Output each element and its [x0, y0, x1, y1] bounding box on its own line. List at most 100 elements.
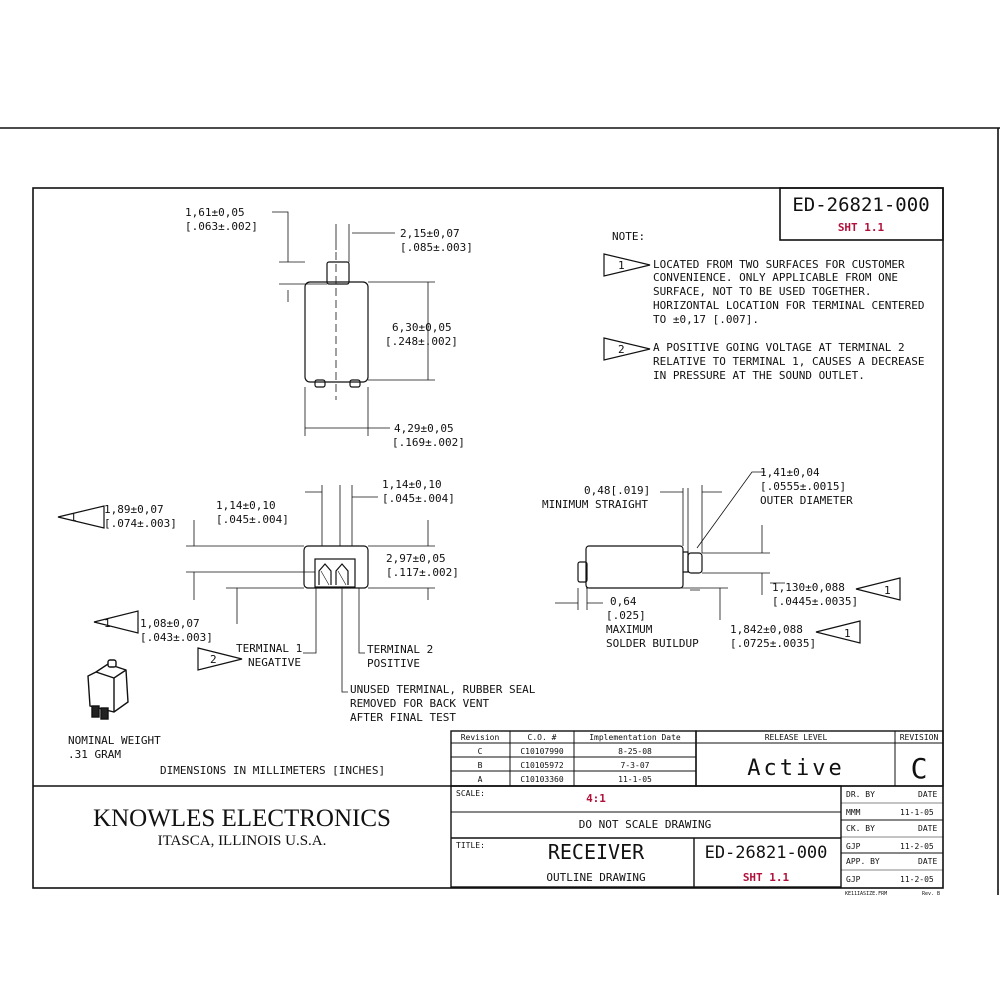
dim-048-note: MINIMUM STRAIGHT — [542, 498, 648, 511]
unused-terminal-line2: REMOVED FOR BACK VENT — [350, 697, 489, 710]
sheet-border — [0, 127, 1000, 895]
dr-by-value: MMM — [846, 808, 861, 817]
rev-row-2-co: C10103360 — [520, 775, 564, 784]
dr-date-label: DATE — [918, 790, 937, 799]
dim-141-in: [.0555±.0015] — [760, 480, 846, 493]
note1-line-1: LOCATED FROM TWO SURFACES FOR CUSTOMER — [653, 258, 905, 271]
dim-114-left-mm: 1,14±0,10 — [216, 499, 276, 512]
side-view-labels: 0,48[.019] MINIMUM STRAIGHT 1,41±0,04 [.… — [542, 466, 901, 650]
dim-429-mm: 4,29±0,05 — [394, 422, 454, 435]
header-doc-box: ED-26821-000 SHT 1.1 — [779, 187, 944, 241]
marker-flag-1130: 1 — [855, 577, 901, 601]
app-by-value: GJP — [846, 875, 861, 884]
dr-by-label: DR. BY — [846, 790, 875, 799]
marker-1130-label: 1 — [884, 584, 891, 597]
app-date-label: DATE — [918, 857, 937, 866]
top-view — [272, 211, 435, 436]
company-name: KNOWLES ELECTRONICS — [93, 805, 391, 832]
dim-1842-mm: 1,842±0,088 — [730, 623, 803, 636]
dim-189-in: [.074±.003] — [104, 517, 177, 530]
dim-630-in: [.248±.002] — [385, 335, 458, 348]
form-code: KE11IASIZE.FRM — [845, 891, 887, 897]
marker-flag-terminal: 2 — [197, 647, 243, 671]
release-level-label: RELEASE LEVEL — [765, 733, 828, 742]
dim-064-note2: SOLDER BUILDUP — [606, 637, 699, 650]
weight-value: .31 GRAM — [68, 748, 121, 761]
terminal1-label: TERMINAL 1 — [236, 642, 302, 655]
side-view-body — [585, 545, 684, 589]
marker-108-label: 1 — [104, 617, 111, 630]
app-date-value: 11-2-05 — [900, 875, 934, 884]
revision-label: REVISION — [900, 733, 939, 742]
ck-by-label: CK. BY — [846, 824, 875, 833]
top-view-nozzle — [326, 261, 350, 285]
dim-161-in: [.063±.002] — [185, 220, 258, 233]
notes-title: NOTE: — [612, 230, 645, 243]
rev-row-0-rev: C — [478, 747, 483, 756]
dim-161-mm: 1,61±0,05 — [185, 206, 245, 219]
dim-048-mm: 0,48[.019] — [584, 484, 650, 497]
dim-141-mm: 1,41±0,04 — [760, 466, 820, 479]
rev-header-revision: Revision — [461, 733, 500, 742]
marker-189-label: 1 — [70, 511, 77, 524]
dim-064-note1: MAXIMUM — [606, 623, 653, 636]
unused-terminal-line3: AFTER FINAL TEST — [350, 711, 456, 724]
rev-header-date: Implementation Date — [589, 733, 681, 742]
form-rev: Rev. B — [922, 891, 940, 897]
ck-date-label: DATE — [918, 824, 937, 833]
title-block — [33, 785, 943, 888]
weight-block: NOMINAL WEIGHT .31 GRAM — [68, 734, 161, 761]
marker-flag-189: 1 — [57, 505, 105, 529]
rev-row-0-date: 8-25-08 — [618, 747, 652, 756]
dim-064-mm: 0,64 — [610, 595, 637, 608]
dim-215-mm: 2,15±0,07 — [400, 227, 460, 240]
dim-297-in: [.117±.002] — [386, 566, 459, 579]
terminal1-polarity: NEGATIVE — [248, 656, 301, 669]
terminal2-polarity: POSITIVE — [367, 657, 420, 670]
dim-429-in: [.169±.002] — [392, 436, 465, 449]
do-not-scale: DO NOT SCALE DRAWING — [579, 818, 711, 831]
rev-row-2-date: 11-1-05 — [618, 775, 652, 784]
header-sheet: SHT 1.1 — [838, 221, 885, 234]
front-view — [186, 485, 435, 693]
title-label: TITLE: — [456, 841, 485, 850]
top-view-terminal-right — [349, 379, 361, 388]
scale-value: 4:1 — [586, 792, 606, 805]
marker-flag-1842: 1 — [815, 620, 861, 644]
dim-114-top-mm: 1,14±0,10 — [382, 478, 442, 491]
rev-row-0-co: C10107990 — [520, 747, 564, 756]
unused-terminal-line1: UNUSED TERMINAL, RUBBER SEAL — [350, 683, 536, 696]
notes-block: NOTE: 1 LOCATED FROM TWO SURFACES FOR CU… — [603, 230, 925, 382]
marker-terminal-label: 2 — [210, 653, 217, 666]
dr-date-value: 11-1-05 — [900, 808, 934, 817]
weight-label: NOMINAL WEIGHT — [68, 734, 161, 747]
dim-114-left-in: [.045±.004] — [216, 513, 289, 526]
title-value: RECEIVER — [548, 840, 645, 864]
front-view-terminal-2 — [335, 563, 349, 585]
dim-215-in: [.085±.003] — [400, 241, 473, 254]
title-subtitle: OUTLINE DRAWING — [546, 871, 645, 884]
top-view-body — [304, 281, 369, 383]
side-view-nozzle — [687, 552, 703, 574]
note1-line-3: SURFACE, NOT TO BE USED TOGETHER. — [653, 285, 872, 298]
ck-date-value: 11-2-05 — [900, 842, 934, 851]
rev-row-1-date: 7-3-07 — [621, 761, 650, 770]
dim-108-mm: 1,08±0,07 — [140, 617, 200, 630]
title-doc-number: ED-26821-000 — [705, 843, 828, 863]
dim-1842-in: [.0725±.0035] — [730, 637, 816, 650]
release-level-value: Active — [747, 756, 844, 781]
units-note: DIMENSIONS IN MILLIMETERS [INCHES] — [160, 764, 385, 777]
dim-297-mm: 2,97±0,05 — [386, 552, 446, 565]
receiver-isometric-sketch — [87, 659, 129, 720]
note1-line-2: CONVENIENCE. ONLY APPLICABLE FROM ONE — [653, 271, 898, 284]
rev-row-1-rev: B — [478, 761, 483, 770]
rev-header-co: C.O. # — [528, 733, 557, 742]
dim-064-in: [.025] — [606, 609, 646, 622]
rev-row-2-rev: A — [478, 775, 483, 784]
note2-line-3: IN PRESSURE AT THE SOUND OUTLET. — [653, 369, 865, 382]
company-block: KNOWLES ELECTRONICS ITASCA, ILLINOIS U.S… — [93, 805, 391, 849]
terminal2-label: TERMINAL 2 — [367, 643, 433, 656]
marker-flag-108: 1 — [93, 610, 139, 634]
front-view-labels: 1,14±0,10 [.045±.004] 1,14±0,10 [.045±.0… — [57, 478, 536, 724]
